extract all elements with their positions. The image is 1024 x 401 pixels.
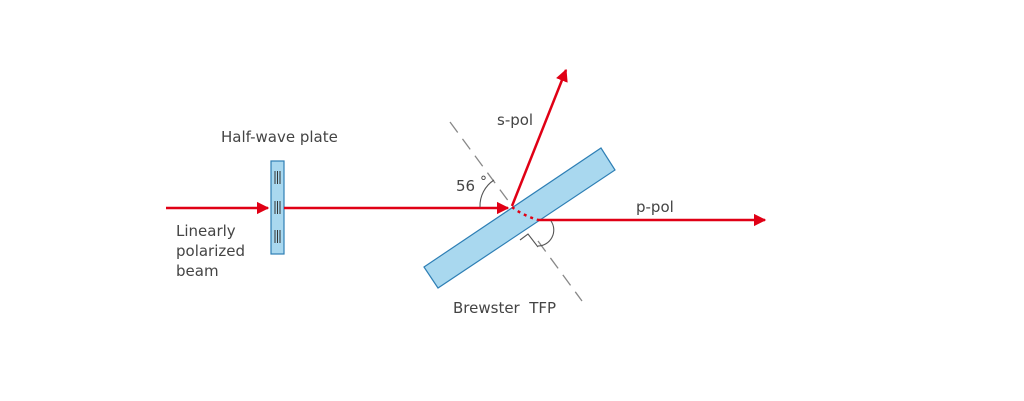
angle-value-label: 56 bbox=[456, 177, 475, 195]
brewster-tfp-plate bbox=[423, 147, 616, 289]
linearly-label: Linearly bbox=[176, 222, 236, 240]
s-pol-label: s-pol bbox=[497, 111, 533, 129]
brewster-tfp-label: Brewster TFP bbox=[453, 299, 556, 317]
p-pol-label: p-pol bbox=[636, 198, 674, 216]
half-wave-plate-label: Half-wave plate bbox=[221, 128, 338, 146]
polarized-label: polarized bbox=[176, 242, 245, 260]
half-wave-plate bbox=[270, 160, 285, 255]
plate-hatch-marks bbox=[274, 171, 281, 243]
degree-symbol: ° bbox=[480, 174, 487, 190]
right-angle-marker bbox=[519, 233, 539, 248]
incidence-angle-arc bbox=[479, 179, 495, 208]
refracted-path-dotted bbox=[511, 206, 539, 222]
beam-label: beam bbox=[176, 262, 219, 280]
surface-normal-lower bbox=[537, 240, 583, 302]
s-pol-beam bbox=[510, 68, 568, 207]
transmitted-angle-arc bbox=[537, 220, 555, 247]
surface-normal-upper bbox=[449, 121, 513, 207]
